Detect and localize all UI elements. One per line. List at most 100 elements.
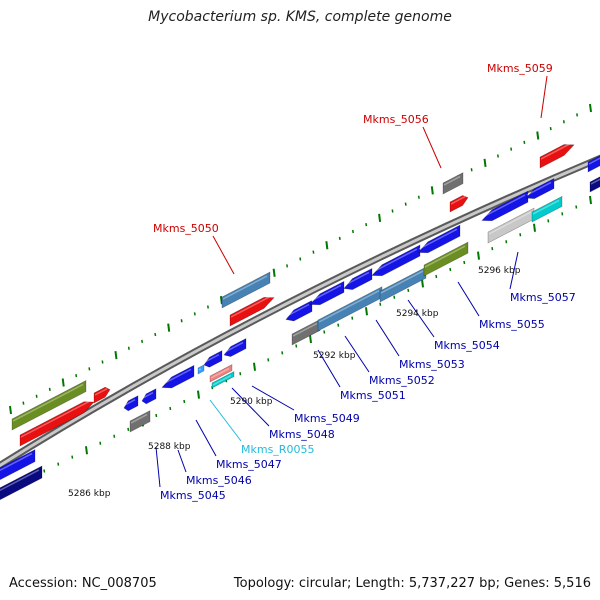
gene-mkms-5057 <box>487 207 535 244</box>
map-title: Mycobacterium sp. KMS, complete genome <box>148 9 452 25</box>
outer-tick-row-tick <box>496 154 499 158</box>
inner-tick-row-tick <box>113 434 116 438</box>
outer-tick-row-tick <box>470 168 473 172</box>
leader-mkms_5050 <box>212 235 235 275</box>
gene-darkblue-lower-left-shine <box>0 469 40 492</box>
accession-text: Accession: NC_008705 <box>9 576 157 591</box>
outer-tick-row-tick <box>378 213 382 222</box>
label-leader-lines <box>155 75 548 488</box>
backbone-highlight <box>0 156 600 468</box>
inner-tick-row-tick <box>393 295 396 299</box>
outer-tick-row-tick <box>180 319 183 323</box>
inner-tick-row-tick <box>449 267 452 272</box>
inner-tick-row-tick <box>407 288 410 292</box>
gene-edge-blue-shine <box>588 157 600 165</box>
gene-blue-lower-left <box>0 449 36 481</box>
inner-tick-row-tick <box>491 247 494 251</box>
gene-red-left-small <box>93 386 111 404</box>
gene-small-marker-shine <box>198 368 202 371</box>
gene-mkms-5057-shine <box>488 211 532 235</box>
outer-tick-row-tick <box>101 360 104 364</box>
gene-mkms-5045-gray-shine <box>130 413 148 424</box>
gene-mkms-5057-upper-shine <box>482 194 526 218</box>
gene-mkms-5051 <box>309 280 345 306</box>
outer-tick-row-tick <box>576 113 579 117</box>
inner-tick-row-tick <box>295 344 298 348</box>
gene-steel-inner-1-shine <box>318 290 380 323</box>
gene-gray-inner-shine <box>292 322 318 337</box>
outer-tick-row-tick <box>272 268 276 277</box>
leader-mkms_r0055 <box>209 399 242 442</box>
genome-summary-text: Topology: circular; Length: 5,737,227 bp… <box>233 576 591 591</box>
gene-mkms-5050 <box>229 297 275 327</box>
gene-mkms-5056 <box>449 195 469 213</box>
outer-tick-row-tick <box>154 332 157 337</box>
leader-mkms_5047 <box>195 419 217 457</box>
inner-tick-row-tick <box>379 302 382 306</box>
gene-label-mkms_5046: Mkms_5046 <box>186 474 252 487</box>
outer-tick-row-tick <box>75 374 78 378</box>
gene-label-mkms_5059: Mkms_5059 <box>487 62 553 75</box>
outer-tick-row-tick <box>391 209 394 213</box>
outer-tick-row-tick <box>589 103 592 113</box>
gene-label-mkms_5045: Mkms_5045 <box>160 489 226 502</box>
inner-tick-row-tick <box>169 406 172 411</box>
inner-tick-row-tick <box>127 427 130 431</box>
inner-tick-row-tick <box>505 240 508 244</box>
gene-blue-right-small-shine <box>526 181 552 196</box>
gene-mkms-5056-shine <box>450 195 466 205</box>
outer-tick-row-tick <box>127 346 130 350</box>
inner-tick-row-tick <box>85 446 88 455</box>
inner-tick-row-tick <box>519 233 522 237</box>
gene-mkms-5056-upper-shine <box>443 175 461 186</box>
inner-tick-row-tick <box>421 279 424 288</box>
tick-label: 5290 kbp <box>230 397 273 407</box>
leader-mkms_5057 <box>509 251 519 290</box>
outer-tick-row-tick <box>365 223 368 227</box>
gene-red-left-long <box>19 401 95 447</box>
tick-label: 5296 kbp <box>478 266 521 276</box>
inner-tick-row-tick <box>57 462 60 466</box>
outer-tick-row-tick <box>536 131 540 140</box>
inner-tick-row-tick <box>309 334 312 344</box>
tick-label: 5292 kbp <box>313 351 356 361</box>
leader-mkms_5056 <box>422 126 442 169</box>
leader-mkms_5055 <box>457 281 480 317</box>
gene-small-marker <box>197 364 205 375</box>
gene-mkms-5052 <box>343 267 373 290</box>
inner-tick-row-tick <box>197 390 200 399</box>
outer-tick-row-tick <box>483 158 487 168</box>
gene-red-left-long-shine <box>20 399 92 438</box>
gene-edge-darkblue-shine <box>590 178 600 185</box>
inner-tick-row-tick <box>71 455 74 459</box>
gene-labels-layer: Mkms_5045Mkms_5046Mkms_5047Mkms_R0055Mkm… <box>153 62 576 502</box>
gene-mkms-5055 <box>423 241 469 277</box>
gene-mkms-5050-upper-shine <box>222 275 268 300</box>
outer-tick-row-tick <box>299 257 302 261</box>
inner-tick-row-tick <box>477 251 480 260</box>
inner-tick-row-tick <box>547 219 550 223</box>
gene-mkms-5045-gray <box>129 410 151 433</box>
gene-mkms-r0055-pink <box>209 364 233 383</box>
gene-mkms-5045-shine <box>124 399 136 406</box>
outer-tick-row-tick <box>22 401 25 405</box>
gene-mkms-5053-shine <box>372 248 418 273</box>
gene-mkms-5047 <box>203 350 223 368</box>
gene-cyan-right <box>531 195 563 223</box>
gene-olive-left <box>11 380 87 431</box>
outer-tick-row-tick <box>206 305 209 309</box>
gene-mkms-5056-upper <box>442 172 464 195</box>
gene-mkms-r0055 <box>211 371 235 389</box>
gene-mkms-5048 <box>223 338 247 357</box>
gene-steel-inner-1 <box>317 286 383 332</box>
gene-steel-inner-2-shine <box>380 270 424 294</box>
inner-tick-row-tick <box>561 212 564 216</box>
outer-tick-row-tick <box>338 236 341 241</box>
inner-tick-row-tick <box>155 413 158 418</box>
outer-tick-row-tick <box>430 186 434 195</box>
outer-tick-row-tick <box>9 405 12 415</box>
inner-tick-row-tick <box>99 441 102 445</box>
outer-tick-row-tick <box>61 378 65 387</box>
outer-tick-row-tick <box>325 241 329 250</box>
